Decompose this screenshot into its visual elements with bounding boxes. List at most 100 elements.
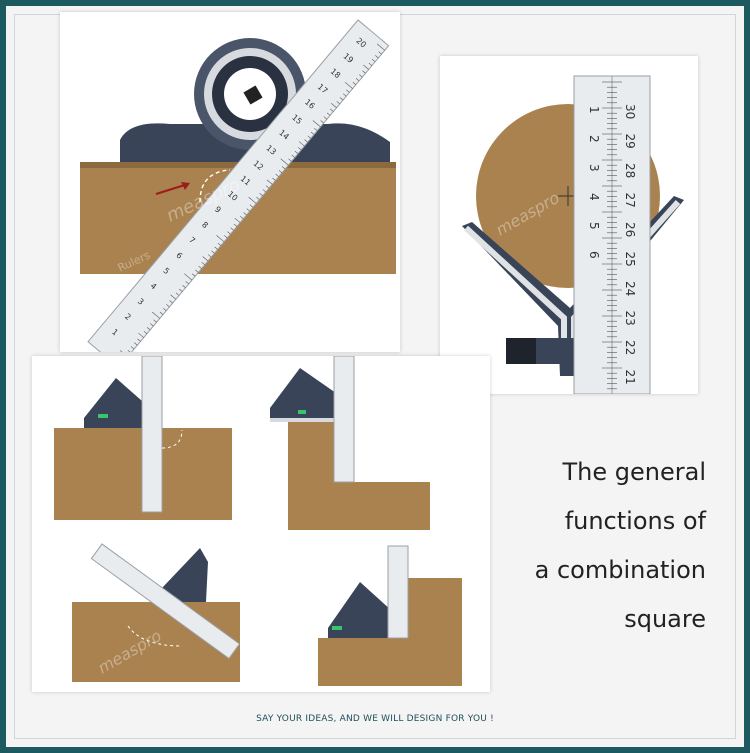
use1-arc [161,429,183,449]
ruler-number-right: 26 [623,222,637,237]
ruler-tick [207,254,212,258]
ruler-number: 5 [162,266,172,276]
ruler-tick [248,196,257,204]
ruler-tick [375,55,379,59]
use1-head [84,378,150,428]
diagonal-ruler-blade [87,19,390,352]
red-arrow-head [181,182,190,190]
ruler-tick [291,154,295,158]
ruler-tick [314,127,318,131]
use3-head [162,548,208,602]
footer-tagline: SAY YOUR IDEAS, AND WE WILL DESIGN FOR Y… [256,714,494,724]
ruler-tick [304,139,308,143]
ruler-tick [288,158,292,162]
headline-line-3: a combination [534,556,706,584]
ruler-number: 3 [136,297,146,307]
use1-blade [141,356,163,513]
ruler-tick [127,350,132,352]
ruler-tick [119,350,128,352]
ruler-tick [169,300,173,304]
ruler-tick [246,208,250,212]
ruler-number-right: 22 [623,340,637,355]
ruler-tick [216,235,225,243]
ruler-tick [330,108,334,112]
ruler-tick [336,101,340,105]
ruler-tick [162,307,167,311]
ruler-tick [266,179,273,185]
ruler-number-left: 4 [587,193,601,201]
ruler-number: 6 [174,251,184,261]
red-arrow [155,183,189,195]
use1-level [98,414,108,418]
ruler-tick [259,193,263,197]
ruler-tick [371,58,376,63]
use2-blade [333,356,355,483]
ruler-tick [230,227,234,231]
ruler-tick [344,81,353,89]
ruler-tick [191,273,196,277]
ruler-tick [256,196,260,200]
ruler-tick [184,273,193,281]
ruler-tick [320,120,324,124]
ruler-number-right: 23 [623,311,637,326]
ruler-number-left: 6 [587,251,601,259]
ruler-tick [159,311,164,315]
use4-head [328,582,402,638]
ruler-tick [312,120,321,128]
ruler-tick [363,64,369,70]
ruler-number-right: 21 [623,370,637,385]
ruler-tick [307,135,312,139]
ruler-tick [153,319,157,323]
center-finder-knob [506,338,536,364]
ruler-tick [280,158,289,166]
ruler-tick [272,177,276,181]
angle-arc [199,169,231,203]
use3-arc [127,625,183,647]
ruler-number-right: 24 [623,281,637,296]
ruler-tick [227,231,231,235]
ruler-tick [281,166,286,170]
headline-line-1: The general [562,458,706,486]
ruler-tick [323,116,328,120]
ruler-tick [195,269,199,273]
ruler-number: 2 [123,312,133,322]
use4-level [332,626,342,630]
ruler-tick [368,62,373,66]
ruler-tick [150,323,154,327]
ruler-tick [234,217,241,223]
ruler-tick [134,342,138,346]
ruler-tick [137,338,141,342]
ruler-number: 9 [213,205,223,215]
ruler-tick [240,216,244,220]
use-square-check [54,356,232,520]
ruler-tick [143,330,148,334]
ruler-number: 1 [110,327,120,337]
headline-line-4: square [624,605,706,633]
ruler-tick [249,204,254,208]
ruler-tick [211,250,215,254]
ruler-number: 7 [187,235,197,245]
ruler-number-right: 27 [623,193,637,208]
use2-wood-bottom [288,482,430,530]
ruler-tick [243,212,247,216]
ruler-number-right: 29 [623,134,637,149]
use-inside-corner [318,545,462,686]
ruler-tick [378,51,382,55]
ruler-tick [202,256,209,262]
ruler-tick [170,294,177,300]
ruler-tick [278,170,283,174]
use2-head [270,368,346,418]
ruler-tick [342,93,347,97]
headline: The general functions of a combination s… [486,448,706,644]
ruler-tick [310,131,315,135]
use2-level [298,410,306,414]
use-depth-gauge [270,356,430,530]
ruler-tick [166,304,170,308]
ruler-number: 4 [149,281,159,291]
ruler-tick [376,43,385,51]
